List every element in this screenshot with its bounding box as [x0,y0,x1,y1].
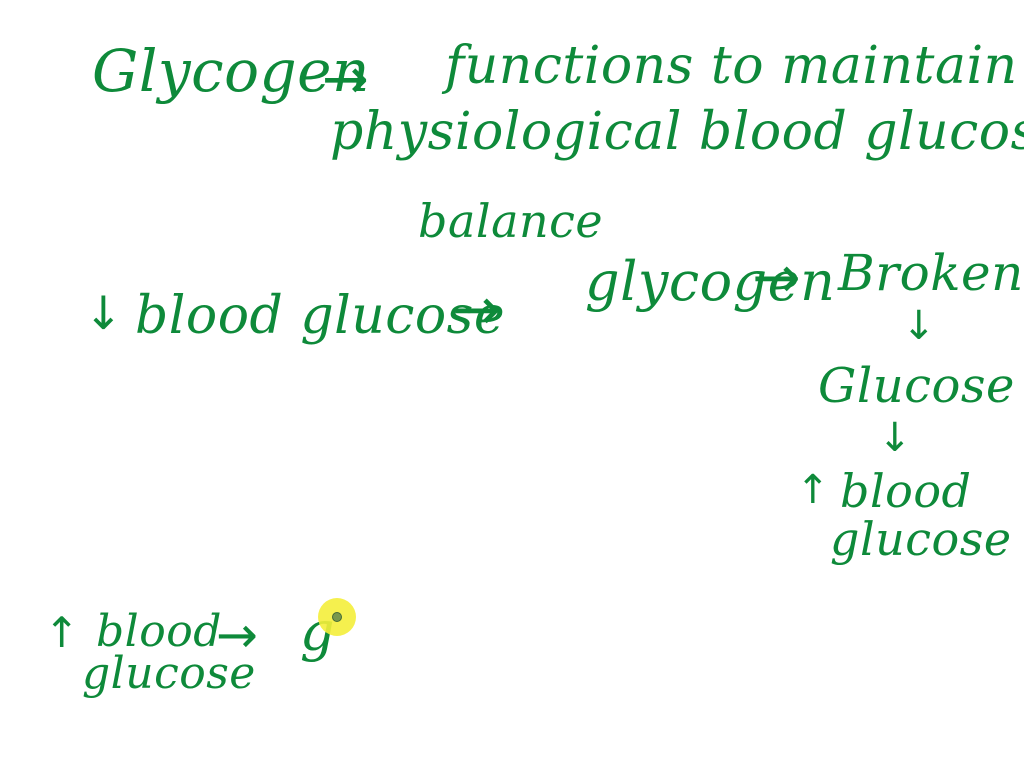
raised-blood-label: blood [840,464,972,518]
glucose-label: Glucose [818,358,1015,414]
high-glucose-label: glucose [82,648,256,699]
pen-tip-icon [332,612,342,622]
right-arrow-icon: → [752,243,801,311]
heading-glycogen: Glycogen [92,37,370,105]
up-arrow-icon: ↑ [44,608,80,657]
down-arrow-icon: ↓ [84,286,123,340]
pen-cursor-icon [318,598,356,636]
broken-label: Broken [838,244,1024,302]
function-line-3: balance [418,194,604,248]
right-arrow-icon: → [216,606,258,664]
function-line-1: functions to maintain [445,36,1018,96]
right-arrow-icon: → [452,275,501,343]
high-blood-label: blood [96,606,222,657]
up-arrow-icon: ↑ [796,467,830,513]
right-arrow-icon: → [322,47,369,112]
low-blood-glucose-label: blood glucose [135,286,506,346]
down-arrow-icon: ↓ [878,415,912,461]
function-line-2: physiological blood glucose [330,102,1024,162]
glycogen-label: glycogen [585,250,836,313]
raised-glucose-label: glucose [830,512,1012,566]
down-arrow-icon: ↓ [902,303,936,349]
